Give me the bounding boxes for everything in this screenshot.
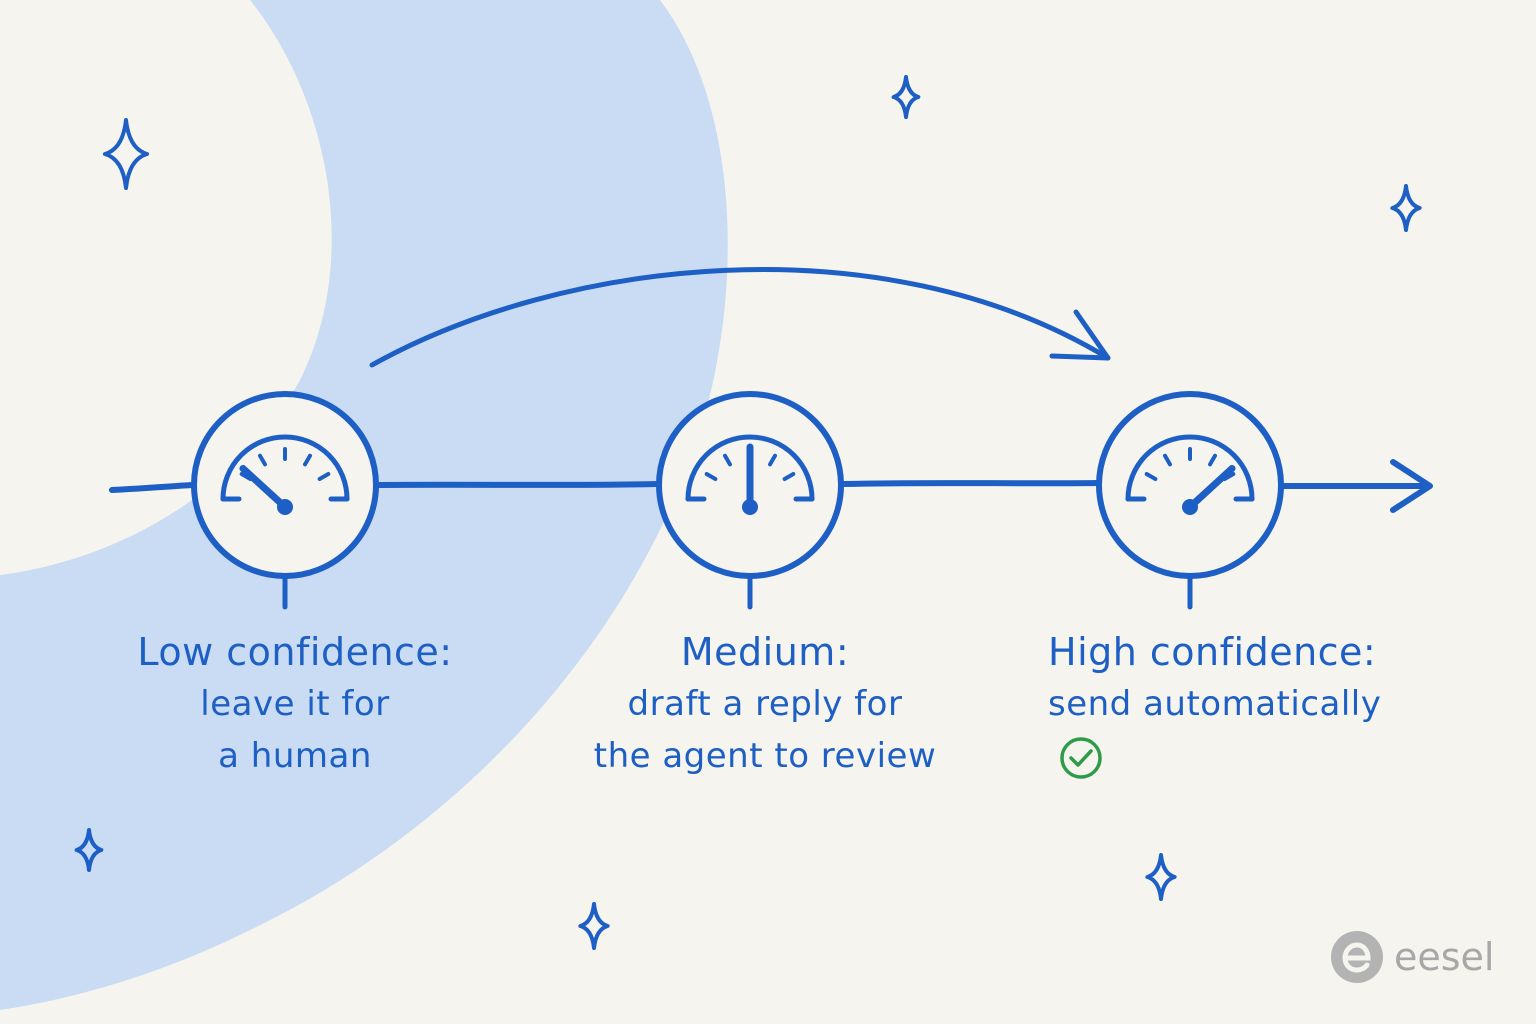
stage-medium-line-1: draft a reply for (627, 684, 903, 724)
gauge-tick (1208, 453, 1217, 467)
gauge-medium-icon (656, 391, 844, 610)
skip-arrow (369, 267, 1111, 368)
sparkle-icon (891, 75, 921, 119)
stage-low-label: Low confidence: leave it for a human (120, 626, 470, 782)
stage-high-line-1: send automatically (1048, 684, 1382, 724)
sparkle-icon (1390, 184, 1422, 232)
stage-low-line-2: a human (218, 736, 372, 776)
stage-high-label: High confidence: send automatically (1030, 626, 1430, 782)
stage-medium-title: Medium: (680, 630, 850, 674)
stage-high-title: High confidence: (1048, 630, 1377, 674)
sparkle-icon (102, 118, 150, 190)
gauge-tick (704, 472, 718, 481)
gauge-pivot (277, 499, 293, 515)
brand-name: eesel (1394, 935, 1495, 979)
sparkle-icon (1145, 853, 1177, 901)
gauge-low-icon (191, 391, 379, 610)
gauge-pivot (742, 499, 758, 515)
gauge-tick (723, 453, 732, 467)
gauge-ring (1096, 391, 1284, 579)
gauge-tick (258, 453, 267, 467)
gauge-high-icon (1096, 391, 1284, 610)
gauge-tick (768, 453, 777, 467)
gauge-dial (685, 434, 815, 502)
brand-logo: eesel (1330, 930, 1495, 984)
gauge-tick (1163, 453, 1172, 467)
gauge-tick (303, 453, 312, 467)
stage-medium-line-2: the agent to review (593, 736, 937, 776)
stage-high-line-1-row: send automatically (1030, 678, 1430, 782)
gauge-ring (191, 391, 379, 579)
gauge-tick (1144, 472, 1158, 481)
gauge-needle (239, 464, 289, 511)
stage-medium-label: Medium: draft a reply for the agent to r… (580, 626, 950, 782)
sparkle-icon (578, 902, 610, 950)
gauge-tick (782, 472, 796, 481)
stage-low-line-1: leave it for (200, 684, 390, 724)
gauge-dial (220, 434, 350, 502)
sparkle-icon (74, 828, 104, 872)
eesel-logo-icon (1331, 931, 1383, 983)
check-circle-icon (1060, 736, 1102, 779)
timeline (109, 459, 1433, 513)
stage-low-title: Low confidence: (137, 630, 453, 674)
gauge-dial (1125, 434, 1255, 502)
sparkles (74, 75, 1422, 950)
gauge-pivot (1182, 499, 1198, 515)
gauge-tick (317, 472, 331, 481)
gauge-needle (1186, 464, 1236, 511)
